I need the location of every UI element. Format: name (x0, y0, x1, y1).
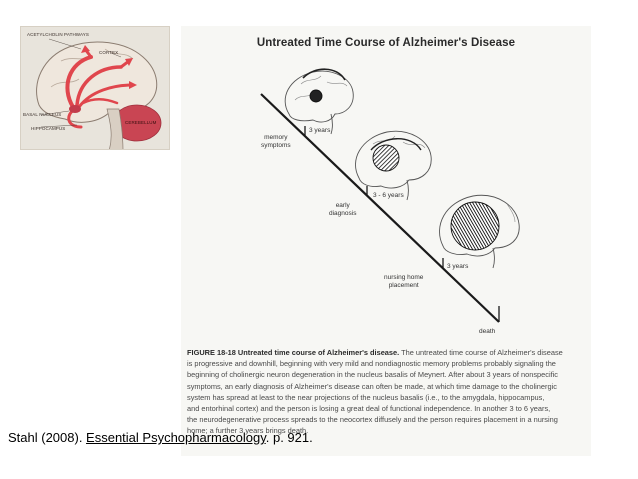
caption-line-7: the neurodegenerative process spreads to… (187, 415, 558, 425)
duration-3-years-second: 3 years (447, 263, 469, 270)
citation-author: Stahl (2008). (8, 430, 87, 445)
early-diagnosis-label: early diagnosis (329, 202, 357, 217)
figure-title: Untreated Time Course of Alzheimer's Dis… (256, 37, 516, 49)
brain-stage-2 (355, 130, 432, 201)
memory-symptoms-label: memory symptoms (261, 134, 291, 149)
caption-line-3: beginning of cholinergic neuron degenera… (187, 370, 559, 380)
cerebellum-label: CEREBELLUM (125, 120, 157, 125)
basal-nucleus-label: BASAL NUCLEUS (23, 112, 62, 117)
caption-line-8: home; a further 3 years brings death. (187, 426, 309, 436)
brain-stage-3 (439, 194, 520, 269)
citation: Stahl (2008). Essential Psychopharmacolo… (8, 430, 313, 445)
time-course-diagram (260, 68, 520, 323)
cholinergic-pathway-illustration: ACETYLCHOLIN PATHWAYS CORTEX BASAL NUCLE… (20, 26, 170, 150)
duration-3-years-first: 3 years (309, 127, 331, 134)
brain-stage-1 (284, 68, 354, 135)
figure-caption: FIGURE 18-18 Untreated time course of Al… (187, 347, 587, 437)
cortex-label: CORTEX (99, 50, 119, 55)
duration-3-6-years: 3 - 6 years (373, 192, 404, 199)
nursing-home-label: nursing home placement (384, 274, 424, 289)
time-course-figure: Untreated Time Course of Alzheimer's Dis… (181, 26, 591, 456)
caption-line-1: FIGURE 18-18 Untreated time course of Al… (187, 348, 563, 357)
caption-line-5: system has spread at least to the near p… (187, 392, 545, 402)
brain-diagram (36, 38, 162, 149)
hippocampus-label: HIPPOCAMPUS (31, 126, 66, 131)
caption-line-6: and entorhinal cortex) and the person is… (187, 404, 551, 414)
citation-page: . p. 921. (265, 430, 313, 445)
decline-line (260, 93, 500, 323)
caption-line-2: is progressive and downhill, beginning w… (187, 359, 556, 369)
death-label: death (479, 328, 496, 335)
citation-book-title: Essential Psychopharmacology (86, 430, 266, 445)
caption-heading: FIGURE 18-18 Untreated time course of Al… (187, 348, 400, 357)
pathway-label: ACETYLCHOLIN PATHWAYS (27, 32, 89, 37)
caption-line-4: symptoms, an early diagnosis of Alzheime… (187, 381, 557, 391)
